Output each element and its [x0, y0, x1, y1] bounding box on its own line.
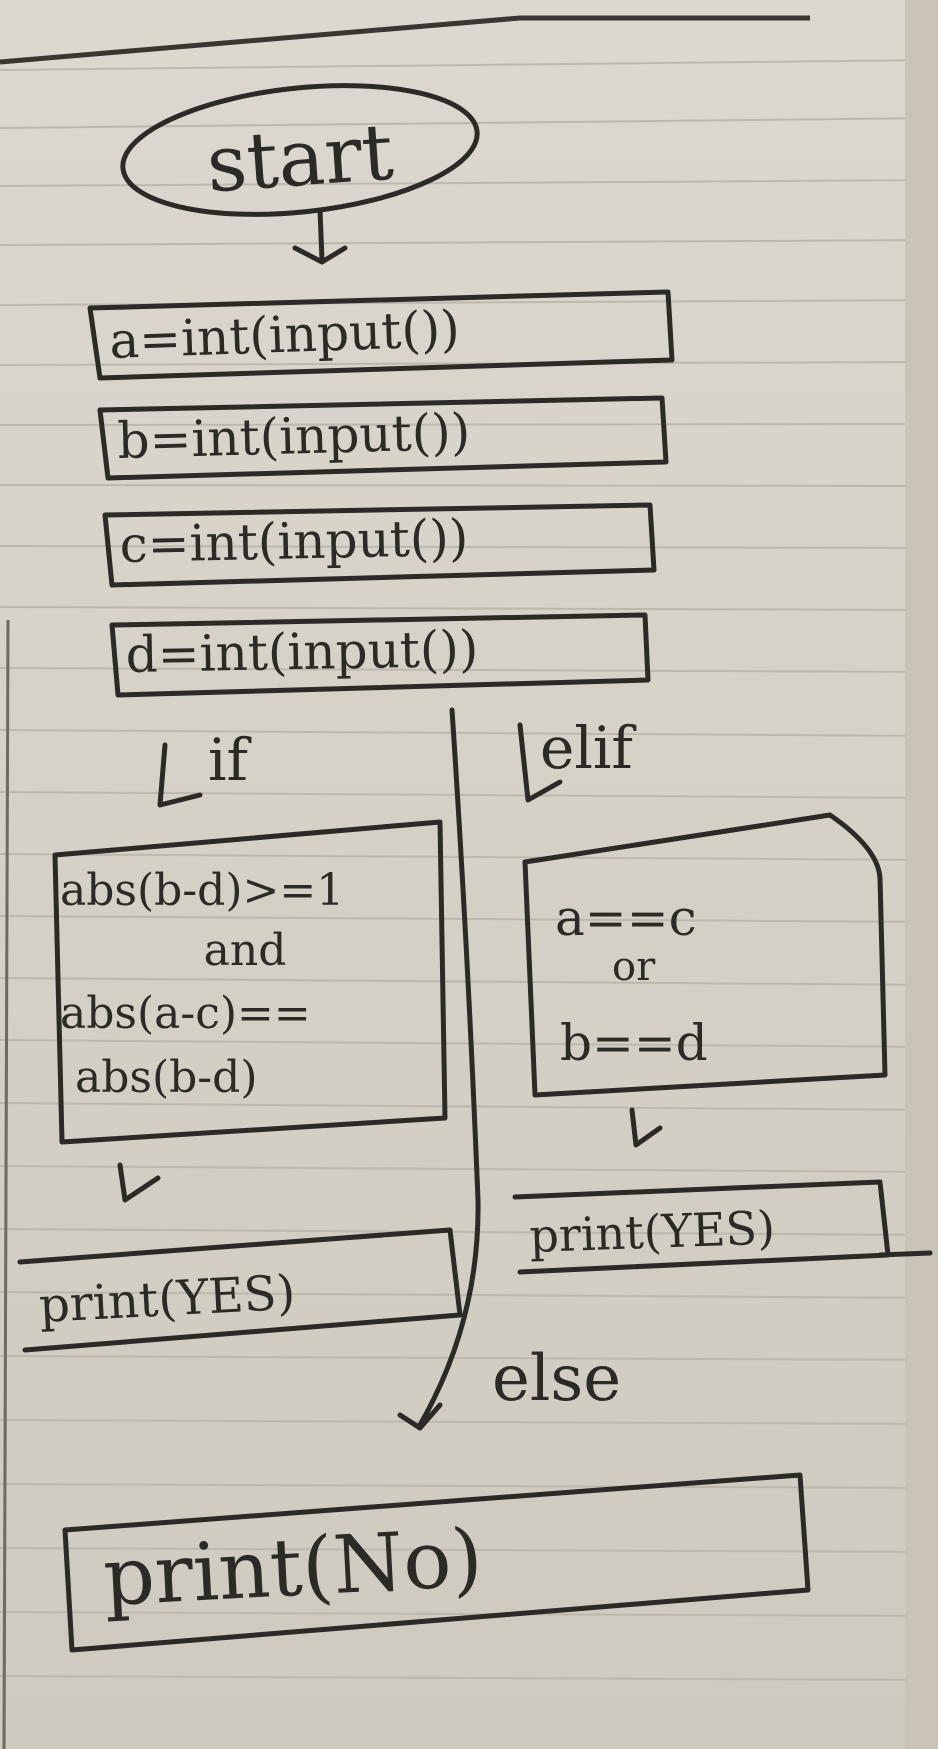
if-arrow: [157, 742, 203, 808]
input-box-3: [102, 502, 657, 588]
elif-condition-line-2: or: [612, 944, 656, 990]
top-margin-line: [0, 15, 810, 65]
else-line: [397, 707, 481, 1431]
left-page-edge: [2, 619, 10, 1749]
input-c-label: c=int(input()): [119, 509, 469, 574]
ruled-lines: [0, 59, 938, 1681]
if-condition-line-2: and: [204, 925, 287, 976]
input-box-1: [87, 289, 675, 381]
start-oval: [120, 83, 480, 217]
elif-output-box: [512, 1179, 933, 1275]
if-condition-box: [52, 819, 448, 1145]
input-box-2: [97, 395, 669, 481]
input-b-label: b=int(input()): [117, 403, 471, 470]
start-arrow: [292, 207, 348, 265]
if-condition-line-3: abs(a-c)==: [60, 988, 311, 1039]
start-label: start: [204, 108, 396, 211]
input-box-4: [109, 612, 651, 698]
elif-arrow: [517, 722, 563, 803]
elif-condition-box: [522, 812, 888, 1098]
elif-condition-line-3: b==d: [560, 1014, 708, 1072]
if-condition-line-4: abs(b-d): [75, 1052, 258, 1103]
elif-down-arrow: [629, 1107, 663, 1148]
input-a-label: a=int(input()): [108, 300, 460, 370]
elif-label: elif: [540, 714, 636, 782]
if-output-box: [17, 1227, 463, 1353]
else-output-box: [62, 1472, 811, 1653]
elif-output-label: print(YES): [528, 1200, 775, 1263]
if-label: if: [208, 726, 252, 794]
if-down-arrow: [117, 1162, 161, 1203]
elif-condition-line-1: a==c: [555, 889, 697, 947]
right-page-edge: [905, 0, 938, 1749]
else-output-label: print(No): [101, 1511, 485, 1624]
if-condition-line-1: abs(b-d)>=1: [60, 865, 344, 916]
input-d-label: d=int(input()): [125, 620, 479, 684]
if-output-label: print(YES): [38, 1265, 297, 1334]
else-label: else: [492, 1342, 621, 1416]
